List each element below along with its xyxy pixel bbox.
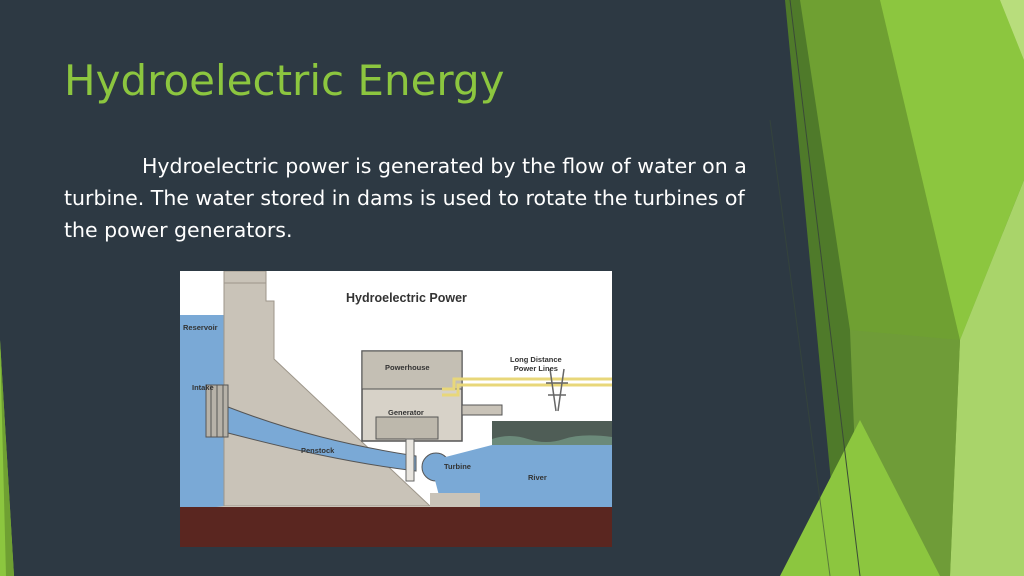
- label-river: River: [528, 473, 547, 482]
- ground: [180, 507, 612, 547]
- foundation: [216, 493, 480, 507]
- green-facet-7: [1000, 0, 1024, 60]
- green-facet-6: [780, 420, 940, 576]
- power-line: [442, 377, 612, 391]
- green-facet-left-2: [0, 340, 14, 576]
- green-facet-4: [950, 180, 1024, 576]
- diagram-art: [180, 271, 612, 547]
- penstock-pipe: [227, 406, 417, 472]
- label-reservoir: Reservoir: [183, 323, 218, 332]
- river-water: [492, 445, 612, 507]
- powerhouse-roof: [361, 350, 463, 390]
- dam-crest: [223, 271, 267, 284]
- green-facet-3: [880, 0, 1024, 340]
- label-penstock: Penstock: [301, 446, 335, 455]
- label-power-lines: Long Distance Power Lines: [510, 355, 562, 373]
- outflow-water: [430, 445, 492, 507]
- facet-line-1: [789, 0, 861, 576]
- power-line-2: [442, 383, 612, 397]
- slide-title: Hydroelectric Energy: [64, 56, 505, 105]
- label-turbine: Turbine: [444, 462, 471, 471]
- turbine-shaft: [405, 438, 415, 482]
- diagram-title: Hydroelectric Power: [346, 291, 467, 305]
- label-powerhouse: Powerhouse: [385, 363, 430, 372]
- transformer-deck: [461, 404, 503, 416]
- facet-line-2: [769, 119, 831, 576]
- hydroelectric-diagram: Hydroelectric Power Reservoir Intake Pow…: [180, 271, 612, 547]
- slide-body-text: Hydroelectric power is generated by the …: [64, 154, 747, 242]
- generator-housing: [375, 416, 439, 440]
- label-intake: Intake: [192, 383, 214, 392]
- label-generator: Generator: [388, 408, 424, 417]
- river-bank-edge: [492, 435, 612, 445]
- pylon: [546, 368, 568, 412]
